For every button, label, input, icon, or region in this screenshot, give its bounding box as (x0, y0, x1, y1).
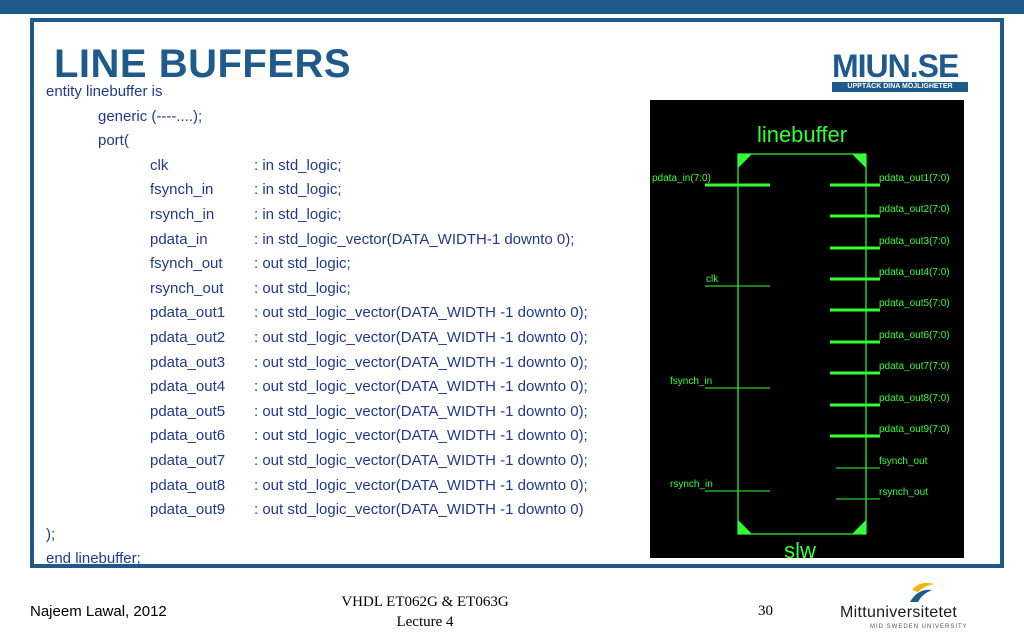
port-name: pdata_in (150, 230, 208, 248)
port-declaration: clk : in std_logic; (46, 154, 588, 179)
port-type: : out std_logic_vector(DATA_WIDTH -1 dow… (254, 501, 584, 519)
port-declaration: pdata_out6 : out std_logic_vector(DATA_WI… (46, 424, 588, 449)
block-outline (737, 153, 867, 535)
port-type: : out std_logic; (254, 255, 351, 273)
corner-marker (738, 520, 752, 534)
port-declaration: pdata_out4 : out std_logic_vector(DATA_WI… (46, 375, 588, 400)
miun-logo: MIUN.SE UPPTÄCK DINA MÖJLIGHETER (832, 50, 968, 94)
footer-author: Najeem Lawal, 2012 (30, 603, 167, 620)
university-emblem-icon (910, 582, 934, 602)
footer-course: VHDL ET062G & ET063G Lecture 4 (300, 592, 550, 632)
output-pin-label: fsynch_out (879, 456, 928, 467)
port-type: : out std_logic_vector(DATA_WIDTH -1 dow… (254, 304, 588, 322)
port-name: pdata_out8 (150, 476, 226, 494)
port-name: rsynch_in (150, 205, 215, 223)
logo-tagline: UPPTÄCK DINA MÖJLIGHETER (832, 82, 968, 92)
slide-title: LINE BUFFERS (54, 42, 352, 86)
output-pin-label: pdata_out4(7:0) (879, 267, 950, 278)
port-name: pdata_out7 (150, 451, 226, 469)
code-generic-line: generic (----....); (98, 107, 203, 125)
university-tagline: MID SWEDEN UNIVERSITY (870, 624, 968, 630)
port-type: : out std_logic_vector(DATA_WIDTH -1 dow… (254, 476, 588, 494)
output-pin-label: pdata_out1(7:0) (879, 173, 950, 184)
output-pin-label: pdata_out2(7:0) (879, 204, 950, 215)
port-name: pdata_out4 (150, 378, 226, 396)
port-name: clk (150, 156, 169, 174)
input-pin-label: clk (706, 274, 719, 285)
port-name: pdata_out6 (150, 427, 226, 445)
port-declaration: pdata_out2 : out std_logic_vector(DATA_WI… (46, 326, 588, 351)
top-bar (0, 0, 1024, 14)
port-type: : in std_logic_vector(DATA_WIDTH-1 downt… (254, 230, 575, 248)
port-type: : out std_logic_vector(DATA_WIDTH -1 dow… (254, 402, 588, 420)
port-declaration: pdata_out3 : out std_logic_vector(DATA_WI… (46, 351, 588, 376)
output-pin-label: rsynch_out (879, 487, 928, 498)
port-type: : out std_logic_vector(DATA_WIDTH -1 dow… (254, 427, 588, 445)
university-name: Mittuniversitetet (840, 604, 958, 621)
code-end-line: end linebuffer; (46, 550, 141, 568)
port-declaration: pdata_out8 : out std_logic_vector(DATA_WI… (46, 474, 588, 499)
port-declaration: pdata_out5 : out std_logic_vector(DATA_WI… (46, 400, 588, 425)
schematic-svg: linebuffer slw pdata_in(7:0)clk fsynch_inrs… (652, 122, 950, 563)
port-declaration: rsynch_in : in std_logic; (46, 203, 588, 228)
block-name-label: linebuffer (757, 122, 847, 147)
logo-text: MIUN.SE (832, 48, 959, 84)
port-name: fsynch_in (150, 181, 214, 199)
port-type: : in std_logic; (254, 181, 342, 199)
page-number: 30 (758, 603, 773, 619)
code-close-line: ); (46, 525, 56, 543)
output-pin-label: pdata_out8(7:0) (879, 393, 950, 404)
code-entity-line: entity linebuffer is (46, 83, 163, 100)
port-type: : out std_logic_vector(DATA_WIDTH -1 dow… (254, 328, 588, 346)
port-name: pdata_out3 (150, 353, 226, 371)
input-pin-label: rsynch_in (670, 479, 713, 490)
port-declaration: fsynch_in : in std_logic; (46, 178, 588, 203)
output-pin-label: pdata_out5(7:0) (879, 298, 950, 309)
input-pin-label: fsynch_in (670, 376, 712, 387)
port-declaration: pdata_out1 : out std_logic_vector(DATA_WI… (46, 301, 588, 326)
footer-course-name: VHDL ET062G & ET063G (341, 594, 509, 610)
instance-name-label: slw (784, 538, 816, 558)
port-name: pdata_out5 (150, 402, 226, 420)
output-pin-label: pdata_out3(7:0) (879, 236, 950, 247)
port-declaration: pdata_in : in std_logic_vector(DATA_WIDTH… (46, 228, 588, 253)
output-pin-label: pdata_out9(7:0) (879, 424, 950, 435)
port-declaration: pdata_out7 : out std_logic_vector(DATA_WI… (46, 449, 588, 474)
university-logo: Mittuniversitetet MID SWEDEN UNIVERSITY (840, 580, 990, 630)
port-list: clk : in std_logic; fsynch_in : in std_logi… (46, 154, 588, 523)
port-name: pdata_out2 (150, 328, 226, 346)
input-pin-label: pdata_in(7:0) (652, 173, 711, 184)
port-type: : in std_logic; (254, 205, 342, 223)
port-name: pdata_out9 (150, 501, 226, 519)
corner-marker (738, 154, 752, 168)
port-name: fsynch_out (150, 255, 223, 273)
port-declaration: fsynch_out : out std_logic; (46, 252, 588, 277)
port-declaration: pdata_out9 : out std_logic_vector(DATA_WI… (46, 498, 588, 523)
port-type: : out std_logic; (254, 279, 351, 297)
port-type: : out std_logic_vector(DATA_WIDTH -1 dow… (254, 353, 588, 371)
port-name: rsynch_out (150, 279, 224, 297)
corner-marker (852, 520, 866, 534)
vhdl-code: entity linebuffer is generic (----....);… (46, 80, 588, 572)
port-type: : in std_logic; (254, 156, 342, 174)
code-port-line: port( (98, 132, 129, 150)
footer-lecture: Lecture 4 (396, 614, 454, 630)
port-type: : out std_logic_vector(DATA_WIDTH -1 dow… (254, 451, 588, 469)
port-name: pdata_out1 (150, 304, 226, 322)
port-type: : out std_logic_vector(DATA_WIDTH -1 dow… (254, 378, 588, 396)
corner-marker (852, 154, 866, 168)
output-pin-label: pdata_out6(7:0) (879, 330, 950, 341)
output-pin-label: pdata_out7(7:0) (879, 361, 950, 372)
port-declaration: rsynch_out : out std_logic; (46, 277, 588, 302)
